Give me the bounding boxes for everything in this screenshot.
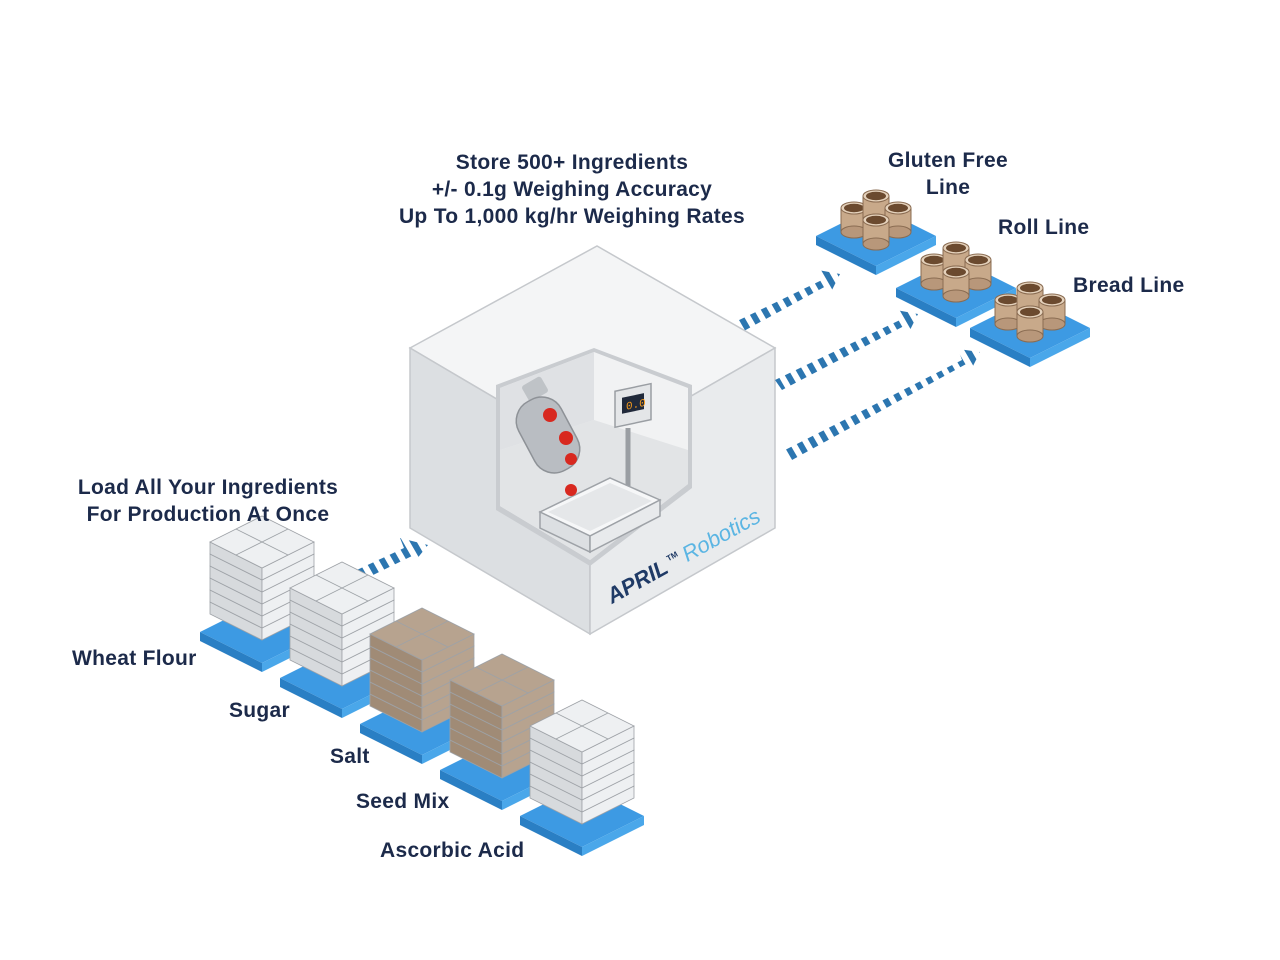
pallet-ascorbic-acid	[520, 699, 644, 856]
label-wheat-flour: Wheat Flour	[72, 647, 197, 670]
pallet-gluten-free-line	[816, 189, 936, 275]
pallet-roll-line	[896, 241, 1016, 327]
label-salt: Salt	[330, 745, 370, 768]
label-gluten-free-2: Line	[925, 176, 971, 199]
output-arrow-roll	[775, 310, 918, 390]
header-line-2: +/- 0.1g Weighing Accuracy	[431, 178, 713, 201]
output-arrow-gluten-free	[735, 270, 840, 332]
load-line-2: For Production At Once	[86, 503, 330, 526]
label-sugar: Sugar	[229, 699, 291, 722]
pallet-bread-line	[970, 281, 1090, 367]
output-arrow-bread	[785, 349, 980, 460]
header-line-3: Up To 1,000 kg/hr Weighing Rates	[398, 205, 746, 228]
label-roll-line: Roll Line	[998, 216, 1090, 239]
scale-display: 0.0	[626, 398, 646, 414]
load-line-1: Load All Your Ingredients	[77, 476, 339, 499]
label-seed-mix: Seed Mix	[356, 790, 450, 813]
label-bread-line: Bread Line	[1073, 274, 1185, 297]
april-machine	[408, 245, 777, 636]
dispenser-arm	[515, 376, 581, 496]
weighing-scale: 0.0	[538, 382, 662, 554]
header-line-1: Store 500+ Ingredients	[455, 151, 689, 174]
label-ascorbic-acid: Ascorbic Acid	[380, 839, 525, 862]
label-gluten-free-1: Gluten Free	[888, 149, 1008, 172]
